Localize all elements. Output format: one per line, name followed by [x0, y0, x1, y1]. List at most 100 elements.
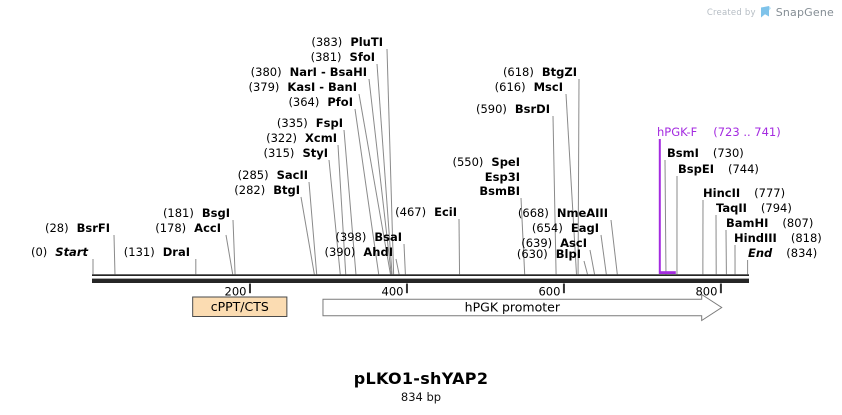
site-leader-msci [565, 93, 577, 275]
site-leader-pluti [386, 48, 395, 275]
site-label-eagi: (654)EagI [532, 221, 599, 235]
svg-text:(364)PfoI: (364)PfoI [288, 95, 353, 109]
site-name: EagI [571, 221, 599, 235]
svg-text:(654)EagI: (654)EagI [532, 221, 599, 235]
site-name: SfoI [350, 50, 375, 64]
site-leader-pfoi [354, 108, 380, 275]
site-leader-bsai [403, 243, 406, 275]
site-label-pluti: (383)PluTI [311, 35, 383, 49]
site-label-acci: (178) AccI [155, 221, 221, 235]
svg-text:(285)SacII: (285)SacII [238, 168, 308, 182]
site-name: BsrFI [77, 221, 110, 235]
svg-text:(178)AccI: (178) AccI [155, 221, 221, 235]
site-label-bsai: (398)BsaI [335, 230, 402, 244]
site-position: (590) [476, 102, 507, 116]
svg-text:TaqII(794): TaqII (794) [716, 201, 792, 215]
svg-text:(398)BsaI: (398)BsaI [335, 230, 402, 244]
site-position: (315) [264, 146, 295, 160]
site-leader-acci [225, 234, 234, 275]
feature-cppt-cts-box [192, 296, 288, 317]
site-label-ecii: (467)EciI [395, 205, 457, 219]
site-position: (285) [238, 168, 269, 182]
site-position: (794) [761, 201, 792, 215]
svg-text:(282)BtgI: (282)BtgI [234, 183, 300, 197]
svg-text:(590)BsrDI: (590) BsrDI [476, 102, 550, 116]
site-label-nmeaiii: (668)NmeAIII [518, 206, 608, 220]
site-label-asci: (639)AscI [521, 236, 587, 250]
svg-text:(335)FspI: (335)FspI [277, 116, 343, 130]
svg-text:(0)Start: (0)Start [31, 245, 89, 259]
site-position: (550) [452, 155, 483, 169]
site-name: HincII [703, 186, 740, 200]
site-leader-btgi [300, 196, 315, 275]
site-label-drai: (131)DraI [124, 245, 190, 259]
site-name: BsrDI [515, 102, 550, 116]
axis-thin-line [92, 274, 749, 276]
site-name: AhdI [363, 245, 393, 259]
site-name: TaqII [716, 201, 747, 215]
site-position: (834) [786, 246, 817, 260]
site-label-blpi: (630)BlpI [517, 247, 581, 261]
site-position: (178) [155, 221, 186, 235]
site-name: NmeAIII [557, 206, 608, 220]
feature-cppt-cts-label: cPPT/CTS [211, 299, 269, 314]
site-position: (616) [495, 80, 526, 94]
site-name: PfoI [327, 95, 353, 109]
site-leader-bsmi [664, 159, 667, 275]
primer-annealing-bar [658, 271, 676, 274]
axis-thick-bar [92, 278, 749, 283]
site-position: (390) [324, 245, 355, 259]
site-position: (0) [31, 245, 47, 259]
primer-name: hPGK-F [657, 125, 697, 139]
site-leader-styi [328, 159, 341, 275]
site-label-taqii: TaqII (794) [716, 201, 792, 215]
site-label-bsrfi: (28) BsrFI [45, 221, 110, 235]
map-length: 834 bp [400, 390, 442, 404]
site-leader-bsrdi [552, 115, 557, 275]
site-label-xcmi: (322)XcmI [266, 131, 337, 145]
title-block: pLKO1-shYAP2 834 bp [0, 369, 842, 404]
site-name: AccI [194, 221, 221, 235]
svg-text:BsmBI: BsmBI [479, 184, 520, 198]
site-position: (28) [45, 221, 69, 235]
site-name: Esp3I [485, 170, 520, 184]
site-name: XcmI [305, 131, 337, 145]
site-name: AscI [560, 236, 587, 250]
site-name: BtgI [273, 183, 300, 197]
svg-text:(383)PluTI: (383)PluTI [311, 35, 383, 49]
feature-hpgk-promoter-arrow [322, 293, 723, 322]
svg-text:(639)AscI: (639)AscI [521, 236, 587, 250]
svg-text:(379)KasI - BanI: (379)KasI - BanI [248, 80, 357, 94]
site-leader-ecii [458, 218, 461, 275]
svg-text:(467)EciI: (467)EciI [395, 205, 457, 219]
site-position: (380) [251, 65, 282, 79]
svg-text:(181)BsgI: (181)BsgI [163, 206, 230, 220]
svg-text:(315)StyI: (315)StyI [264, 146, 329, 160]
site-leader-nmeaiii [610, 219, 618, 275]
site-name: SpeI [491, 155, 520, 169]
axis-tick-label: 600 [538, 285, 560, 299]
site-name: FspI [316, 116, 343, 130]
site-label-btgi: (282)BtgI [234, 183, 300, 197]
site-position: (467) [395, 205, 426, 219]
site-position: (618) [503, 65, 534, 79]
axis-tick-label: 200 [225, 285, 247, 299]
site-label-ahdi: (390) AhdI [324, 245, 393, 259]
site-leader-bsgi [232, 219, 236, 275]
site-label-fspi: (335)FspI [277, 116, 343, 130]
site-name: KasI - BanI [287, 80, 357, 94]
site-position: (630) [517, 247, 548, 261]
site-label-esp3i: Esp3I [485, 170, 520, 184]
site-label-sfoi: (381)SfoI [311, 50, 375, 64]
svg-text:(131)DraI: (131)DraI [124, 245, 190, 259]
watermark-created-by-text: Created by [706, 7, 756, 18]
site-leader-bsmbi [520, 197, 526, 275]
site-label-bspei: BspEI(744) [678, 162, 759, 176]
site-name: BtgZI [542, 65, 577, 79]
site-label-spei: (550) SpeI [452, 155, 520, 169]
site-label-end: End(834) [748, 246, 817, 260]
site-label-start: (0)Start [31, 245, 89, 259]
site-label-sacii: (285)SacII [238, 168, 308, 182]
svg-text:HindIII(818): HindIII(818) [734, 231, 822, 245]
svg-text:End(834): End(834) [748, 246, 817, 260]
